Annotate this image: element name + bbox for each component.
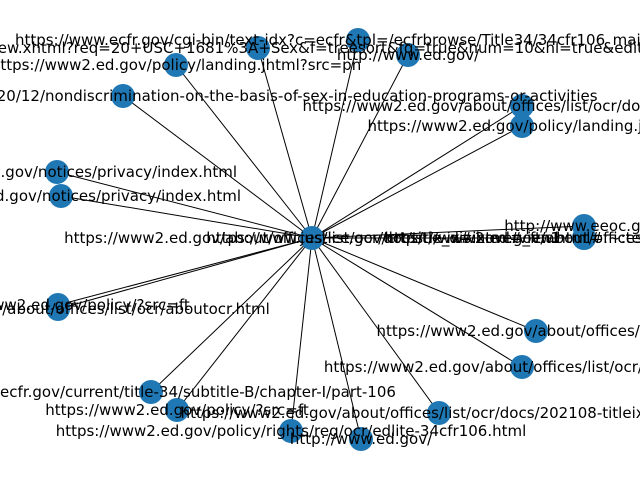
edge-n-ecfr-textidx — [311, 39, 359, 239]
node-hub — [300, 226, 324, 250]
node-label-n-ocr-right: https://www2.ed.gov/about/offices/list/o… — [384, 229, 640, 247]
node-n-policy-landing-pn — [164, 53, 188, 77]
node-label-n-aboutocr: https://www2.ed.gov/about/offices/list/o… — [0, 300, 270, 318]
edge-n-eeoc — [311, 225, 585, 239]
node-n-ed-gov-b — [349, 427, 373, 451]
node-label-n-policy-ft-b: https://www2.ed.gov/policy/?src=ft — [45, 401, 309, 419]
node-label-n-policy-landing: https://www2.ed.gov/policy/landing.jhtml — [368, 117, 640, 135]
node-label-n-ed-gov-b: http://www.ed.gov/ — [290, 430, 433, 448]
node-n-privacy-b — [49, 184, 73, 208]
edge-layer — [56, 39, 585, 440]
edge-n-ed-gov-b — [311, 237, 362, 440]
node-n-ocr-202108 — [427, 401, 451, 425]
edge-n-ocr-docs — [311, 105, 523, 239]
edge-n-aboutocr — [57, 237, 313, 310]
node-n-ocr-docs — [510, 94, 534, 118]
node-label-hub: https://www2.ed.gov/about/offices/list/o… — [64, 229, 560, 248]
node-n-ecfr-part106 — [139, 380, 163, 404]
node-n-aboutocr — [46, 297, 70, 321]
node-label-n-ocr-lower-right: https://www2.ed.gov/about/offices/list/o… — [376, 322, 640, 340]
edge-n-eo-12250 — [122, 95, 313, 239]
node-n-ed-gov-a — [396, 43, 420, 67]
edge-n-privacy-a — [56, 171, 313, 239]
edge-n-ocr-know — [311, 237, 523, 368]
node-label-n-ixoverview: https://www.justice.gov/crt/title-ix#ixo… — [206, 229, 640, 247]
edge-n-privacy-b — [60, 195, 313, 239]
edge-n-ocr-lower-right — [311, 237, 537, 332]
node-label-n-eeoc: http://www.eeoc.gov/ — [504, 217, 640, 235]
edge-n-ed-gov-a — [311, 54, 409, 239]
node-label-n-eo-12250: https://www.federalregister.gov/document… — [0, 87, 598, 105]
node-n-eo-12250 — [111, 84, 135, 108]
node-n-ocr-right — [572, 226, 596, 250]
edge-n-policy-landing — [311, 125, 523, 239]
node-label-n-ocr-202108: https://www2.ed.gov/about/offices/list/o… — [181, 404, 640, 422]
edge-n-ocr-edlite — [290, 237, 313, 432]
node-label-n-ocr-edlite: https://www2.ed.gov/policy/rights/reg/oc… — [56, 422, 527, 440]
node-label-n-privacy-b: https://www2.ed.gov/notices/privacy/inde… — [0, 187, 241, 205]
edge-n-policy-ft-b — [176, 237, 313, 411]
edge-n-ecfr-part106 — [150, 237, 313, 393]
node-n-policy-ft-b — [165, 398, 189, 422]
node-label-n-ecfr-part106: https://www.ecfr.gov/current/title-34/su… — [0, 383, 396, 401]
node-n-policy-landing — [510, 114, 534, 138]
node-n-ocr-edlite — [279, 419, 303, 443]
label-layer: https://www2.ed.gov/about/offices/list/o… — [0, 31, 640, 448]
node-label-n-policy-ft: https://www2.ed.gov/policy/?src=ft — [0, 296, 190, 314]
edge-n-uscode-1681 — [257, 47, 313, 239]
node-label-n-ocr-know: https://www2.ed.gov/about/offices/list/o… — [324, 358, 640, 376]
edge-n-policy-ft — [57, 237, 313, 306]
edge-n-ocr-202108 — [311, 237, 440, 414]
node-label-n-privacy-a: https://www2.ed.gov/notices/privacy/inde… — [0, 163, 237, 181]
node-label-n-uscode-1681: https://uscode.house.gov/view.xhtml?req=… — [0, 39, 640, 57]
node-n-ocr-lower-right — [524, 319, 548, 343]
node-label-n-ed-gov-a: http://www.ed.gov/ — [337, 46, 480, 64]
node-label-n-ocr-docs: https://www2.ed.gov/about/offices/list/o… — [303, 97, 640, 115]
node-label-n-ecfr-textidx: https://www.ecfr.gov/cgi-bin/text-idx?c=… — [15, 31, 640, 50]
edge-n-policy-landing-pn — [175, 64, 313, 239]
node-n-privacy-a — [45, 160, 69, 184]
node-n-uscode-1681 — [246, 36, 270, 60]
node-layer — [45, 28, 596, 451]
node-n-ocr-know — [510, 355, 534, 379]
node-n-ecfr-textidx — [346, 28, 370, 52]
node-label-n-policy-landing-pn: https://www2.ed.gov/policy/landing.jhtml… — [0, 56, 361, 74]
